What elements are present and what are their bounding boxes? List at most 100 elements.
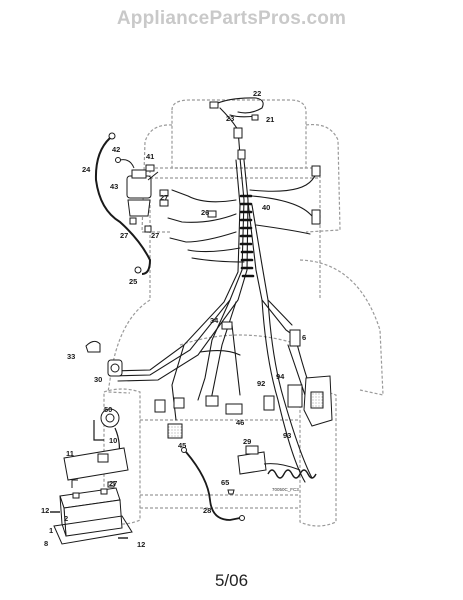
battery-hold-down-11 (63, 447, 129, 481)
clip-27b (144, 225, 152, 233)
callout-46: 46 (236, 418, 244, 427)
wire-trunk-d (247, 201, 301, 341)
part-50-inner (105, 413, 115, 423)
rod-10 (93, 420, 104, 441)
callout-34: 34 (210, 316, 219, 325)
wire-to-mid (199, 349, 241, 356)
connector-mid (205, 395, 219, 407)
part-45 (167, 423, 183, 439)
wire-trunk-b (117, 159, 249, 382)
callout-27-a: 27 (160, 193, 168, 202)
wire-to-bot-a (261, 299, 306, 483)
callout-92: 92 (257, 379, 265, 388)
connector-26 (207, 210, 217, 218)
callout-6: 6 (302, 333, 306, 342)
callout-41: 41 (146, 152, 154, 161)
outline-seat-wing-right (305, 123, 341, 233)
coiled-sleeve (239, 194, 255, 278)
callout-25: 25 (129, 277, 137, 286)
callout-50: 50 (104, 405, 112, 414)
battery-tray-8 (53, 515, 133, 545)
callout-33: 33 (67, 352, 75, 361)
diagram-code: 70050C_FC3 (272, 487, 299, 492)
outline-lower-arc (179, 334, 301, 346)
wire-left-b (167, 213, 237, 223)
part-46 (225, 403, 243, 415)
wire-trunk-e (251, 204, 293, 326)
callout-94: 94 (276, 372, 285, 381)
bolt-2 (71, 479, 78, 488)
ring-terminal-42 (115, 157, 121, 163)
callout-27-b: 27 (120, 231, 128, 240)
callout-22: 22 (253, 89, 261, 98)
battery-terminal-11 (97, 453, 109, 463)
callout-26: 26 (201, 208, 209, 217)
solenoid-29 (237, 451, 267, 475)
battery-assembly (50, 447, 133, 545)
connector-top-mid (237, 149, 246, 160)
callout-65: 65 (221, 478, 229, 487)
wire-left-c (169, 231, 237, 243)
connector-right-top (311, 165, 321, 177)
tractor-outline (103, 99, 384, 527)
callout-12-a: 12 (41, 506, 49, 515)
outline-front-wheel (103, 388, 141, 525)
wire-right-c (255, 224, 311, 235)
wire-left-d (187, 247, 241, 253)
wire-down-d (231, 324, 241, 396)
callout-21: 21 (266, 115, 274, 124)
ring-28-bottom (239, 515, 245, 521)
battery-1-side (59, 495, 67, 537)
cables (93, 420, 245, 521)
page-number: 5/06 (214, 571, 249, 590)
cable-24 (94, 137, 152, 275)
watermark-text: AppliancePartsPros.com (116, 8, 347, 29)
plug-left-b (159, 199, 169, 207)
callout-40: 40 (262, 203, 270, 212)
callout-43: 43 (110, 182, 118, 191)
lower-parts (100, 395, 317, 495)
wire-down-c (171, 344, 185, 421)
outline-left-fender (107, 299, 151, 394)
bolt-65 (227, 489, 235, 495)
callout-11: 11 (66, 449, 74, 458)
callout-1: 1 (49, 526, 53, 535)
callout-30: 30 (94, 375, 102, 384)
connector-6 (289, 329, 301, 347)
callout-27-c: 27 (151, 231, 159, 240)
part-45-b (173, 397, 185, 409)
callout-8: 8 (44, 539, 48, 548)
wire-right-b (251, 195, 319, 223)
callout-12-b: 12 (137, 540, 145, 549)
connector-94 (287, 384, 303, 408)
top-connectors (209, 101, 259, 160)
callout-45: 45 (178, 441, 186, 450)
wire-to-bot-b (267, 299, 313, 479)
callout-42: 42 (112, 145, 120, 154)
clip-27a (129, 217, 137, 225)
wire-down-a (197, 299, 231, 401)
connector-34 (221, 321, 233, 330)
ring-28-top (181, 447, 187, 453)
plug-41 (145, 164, 155, 172)
battery-post-neg (72, 492, 80, 499)
callout-28: 28 (203, 506, 211, 515)
solenoid-29-b (245, 445, 259, 455)
wire-top-a (212, 97, 264, 114)
callout-27-d: 27 (109, 479, 117, 488)
wire-left-a (171, 189, 237, 203)
switch-43-top (131, 169, 147, 179)
outline-seat-wing-left (141, 124, 173, 233)
connector-right-mid (311, 209, 321, 225)
ring-terminal-24 (108, 132, 116, 140)
connector-30-face (110, 363, 120, 373)
wire-trunk-c (111, 159, 241, 372)
callout-93: 93 (283, 431, 291, 440)
wire-42 (119, 159, 135, 169)
callout-24: 24 (82, 165, 91, 174)
outline-rear-fender (299, 259, 384, 396)
callout-10: 10 (109, 436, 117, 445)
switch-43-lever (147, 171, 159, 181)
seat-switch-93-inner (310, 391, 324, 409)
left-connectors (85, 340, 123, 377)
